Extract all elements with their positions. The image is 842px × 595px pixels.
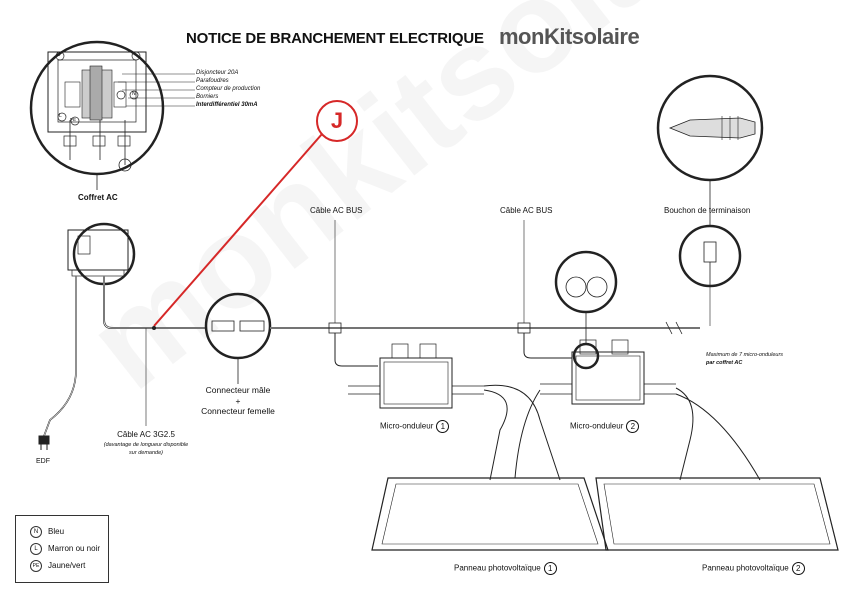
micro-2-number: 2 <box>626 420 640 433</box>
legend-text-pe: Jaune/vert <box>48 561 86 571</box>
legend-row-earth: PE Jaune/vert <box>30 560 85 572</box>
brand-logo: monKitsolaire <box>499 24 640 49</box>
legend-symbol-l: L <box>30 543 42 555</box>
coffret-legend-compteur: Compteur de production <box>196 86 261 92</box>
coffret-legend-borniers: Borniers <box>196 94 219 100</box>
marker-l: L <box>59 113 62 119</box>
panneau-1-number: 1 <box>543 562 557 575</box>
max-note-2: par coffret AC <box>706 360 743 366</box>
marker-pe: PE <box>70 117 77 122</box>
page-title: NOTICE DE BRANCHEMENT ELECTRIQUE <box>186 30 484 47</box>
micro-onduleur-2 <box>540 312 676 405</box>
legend-row-neutral: N Bleu <box>30 526 64 538</box>
legend-row-live: L Marron ou noir <box>30 543 100 555</box>
coffret-legend-disjoncteur: Disjoncteur 20A <box>196 70 239 76</box>
coffret-ac-label: Coffret AC <box>78 193 118 202</box>
micro-onduleur-1 <box>348 343 484 409</box>
legend-symbol-n: N <box>30 526 42 538</box>
coffret-legend-interdiff: Interdifférentiel 30mA <box>196 102 258 108</box>
coffret-inset <box>29 40 195 176</box>
marker-n: N <box>132 91 136 97</box>
panneau-1-text: Panneau photovoltaïque <box>454 563 541 573</box>
bouchon-label: Bouchon de terminaison <box>664 206 751 215</box>
cable-bus-label-2: Câble AC BUS <box>500 206 553 215</box>
panneau-2 <box>595 477 839 551</box>
legend-text-n: Bleu <box>48 527 65 537</box>
max-note: Maximum de 7 micro-onduleurs <box>706 352 784 358</box>
color-legend: N Bleu L Marron ou noir PE Jaune/vert <box>15 515 109 583</box>
panneau-2-text: Panneau photovoltaïque <box>702 563 789 573</box>
panneau-1 <box>371 477 609 551</box>
cable-ac-label: Câble AC 3G2.5 <box>117 430 175 439</box>
connecteur-femelle-label: Connecteur femelle <box>201 406 275 416</box>
micro-1-number: 1 <box>436 420 450 433</box>
coffret-legend-parafoudres: Parafoudres <box>196 78 229 84</box>
cable-ac-note: (davantage de longueur disponible sur de… <box>103 442 189 456</box>
connecteur-plus: + <box>235 396 241 406</box>
connecteur-male-label: Connecteur mâle <box>205 385 271 395</box>
micro-1-text: Micro-onduleur <box>380 421 434 431</box>
micro-2-text: Micro-onduleur <box>570 421 624 431</box>
panneau-2-number: 2 <box>791 562 805 575</box>
marker-d: D <box>57 52 61 58</box>
cable-bus-label-1: Câble AC BUS <box>310 206 363 215</box>
legend-text-l: Marron ou noir <box>48 544 101 554</box>
legend-symbol-pe: PE <box>30 560 42 572</box>
coffret-box <box>67 222 136 286</box>
j-badge: J <box>316 100 358 142</box>
edf-label: EDF <box>36 458 50 465</box>
